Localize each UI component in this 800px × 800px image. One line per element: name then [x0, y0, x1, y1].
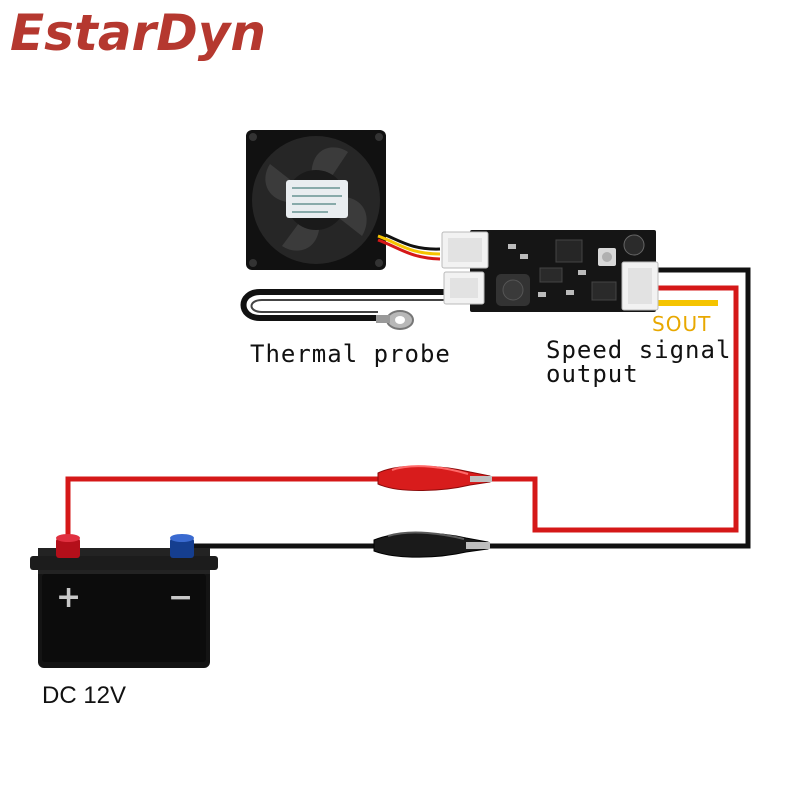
- negative-terminal: [170, 538, 194, 558]
- battery-positive-lead: [65, 476, 380, 546]
- battery-icon: [30, 534, 218, 668]
- fan-sticker: [286, 180, 348, 218]
- thermal-probe-icon: [240, 289, 444, 330]
- battery-plus-sign: +: [56, 580, 82, 615]
- speed-signal-label: Speed signal output: [546, 338, 731, 386]
- supply-voltage-label: DC 12V: [42, 682, 127, 709]
- control-board-icon: [441, 230, 659, 312]
- board-output-wires: [490, 267, 751, 549]
- board-positive-wire: [490, 285, 739, 533]
- thermal-probe-label: Thermal probe: [250, 340, 451, 368]
- brand-logo: EstarDyn: [10, 4, 266, 62]
- sout-label: SOUT: [652, 312, 712, 336]
- speed-signal-label-line2: output: [546, 360, 639, 388]
- battery-leads: [65, 476, 380, 549]
- cooling-fan-icon: [246, 130, 386, 270]
- positive-terminal: [56, 538, 80, 558]
- board-negative-wire: [490, 267, 751, 549]
- fan-cable: [377, 230, 441, 261]
- battery-minus-sign: −: [168, 580, 194, 615]
- speed-signal-label-line1: Speed signal: [546, 336, 732, 364]
- alligator-clip-icon: [373, 465, 492, 558]
